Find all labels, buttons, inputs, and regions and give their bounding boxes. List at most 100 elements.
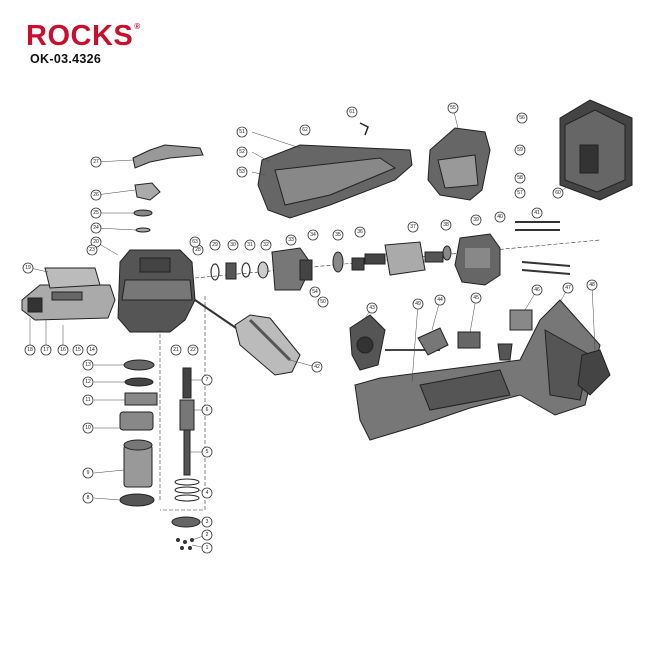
callout-bubble <box>86 344 98 356</box>
callout-16: 16 <box>57 344 69 356</box>
callout-29: 29 <box>209 239 221 251</box>
callout-bubble <box>24 344 36 356</box>
callout-55: 55 <box>447 102 459 114</box>
callout-bubble <box>201 516 213 528</box>
small-ring <box>133 209 153 217</box>
callout-number: 46 <box>534 287 540 293</box>
callout-40: 40 <box>494 211 506 223</box>
callout-21: 21 <box>170 344 182 356</box>
callout-45: 45 <box>470 292 482 304</box>
callout-number: 3 <box>206 519 209 525</box>
callout-8: 8 <box>82 492 94 504</box>
cam-part <box>134 182 161 201</box>
callout-bubble <box>470 214 482 226</box>
callout-32: 32 <box>260 239 272 251</box>
callout-bubble <box>90 156 102 168</box>
callout-number: 25 <box>93 210 99 216</box>
callout-number: 41 <box>534 210 540 216</box>
callout-bubble <box>307 229 319 241</box>
callout-number: 12 <box>85 379 91 385</box>
callout-bubble <box>244 239 256 251</box>
accessory-adapter <box>21 284 116 321</box>
callout-number: 38 <box>443 222 449 228</box>
callout-43: 43 <box>366 302 378 314</box>
callout-bubble <box>40 344 52 356</box>
callout-number: 47 <box>565 285 571 291</box>
callout-61: 61 <box>346 106 358 118</box>
callout-number: 53 <box>239 169 245 175</box>
callout-number: 5 <box>206 449 209 455</box>
callout-bubble <box>201 487 213 499</box>
callout-13: 13 <box>82 359 94 371</box>
callout-59: 59 <box>514 144 526 156</box>
callout-number: 63 <box>192 239 198 245</box>
registered-mark: ® <box>134 22 141 31</box>
callout-bubble <box>170 344 182 356</box>
callout-number: 21 <box>173 347 179 353</box>
callout-11: 11 <box>82 394 94 406</box>
callout-bubble <box>82 359 94 371</box>
callout-57: 57 <box>514 187 526 199</box>
rear-housing <box>427 127 491 201</box>
callout-number: 29 <box>212 242 218 248</box>
callout-number: 13 <box>85 362 91 368</box>
callout-number: 59 <box>517 147 523 153</box>
toggle-switch <box>417 327 449 356</box>
callout-bubble <box>82 376 94 388</box>
callout-5: 5 <box>201 446 213 458</box>
callout-number: 4 <box>206 490 209 496</box>
callout-number: 16 <box>60 347 66 353</box>
callout-number: 18 <box>27 347 33 353</box>
callout-number: 45 <box>473 295 479 301</box>
callout-number: 26 <box>93 192 99 198</box>
callout-bubble <box>516 112 528 124</box>
callout-30: 30 <box>227 239 239 251</box>
side-handle <box>194 299 301 376</box>
spindle-stack <box>171 367 201 550</box>
control-module <box>457 331 481 349</box>
callout-14: 14 <box>86 344 98 356</box>
callout-41: 41 <box>531 207 543 219</box>
callout-9: 9 <box>82 467 94 479</box>
callout-bubble <box>586 279 598 291</box>
fan-impeller <box>271 247 313 291</box>
callout-number: 56 <box>519 115 525 121</box>
connector-clip <box>497 343 513 361</box>
callout-bubble <box>514 172 526 184</box>
callout-bubble <box>412 298 424 310</box>
callout-number: 36 <box>357 229 363 235</box>
callout-35: 35 <box>332 229 344 241</box>
callout-bubble <box>514 187 526 199</box>
callout-number: 43 <box>369 305 375 311</box>
callout-bubble <box>82 467 94 479</box>
callout-37: 37 <box>407 221 419 233</box>
brand-logo: ROCKS® <box>26 22 141 51</box>
callout-number: 37 <box>410 224 416 230</box>
callout-number: 1 <box>206 545 209 551</box>
callout-6: 6 <box>201 404 213 416</box>
callout-31: 31 <box>244 239 256 251</box>
callout-bubble <box>514 144 526 156</box>
callout-49: 49 <box>412 298 424 310</box>
callout-bubble <box>90 189 102 201</box>
callout-number: 2 <box>206 532 209 538</box>
callout-number: 27 <box>93 159 99 165</box>
callout-63: 63 <box>189 236 201 248</box>
callout-42: 42 <box>311 361 323 373</box>
callout-number: 31 <box>247 242 253 248</box>
terminal-block <box>509 309 533 331</box>
callout-18: 18 <box>24 344 36 356</box>
callout-number: 44 <box>437 297 443 303</box>
callout-number: 6 <box>206 407 209 413</box>
callout-bubble <box>236 166 248 178</box>
model-number: OK-03.4326 <box>30 52 102 66</box>
callout-bubble <box>317 296 329 308</box>
callout-bubble <box>366 302 378 314</box>
callout-number: 32 <box>263 242 269 248</box>
callout-58: 58 <box>514 172 526 184</box>
callout-23: 23 <box>86 244 98 256</box>
armature <box>364 241 444 276</box>
spring-clip <box>359 122 369 136</box>
callout-bubble <box>552 187 564 199</box>
